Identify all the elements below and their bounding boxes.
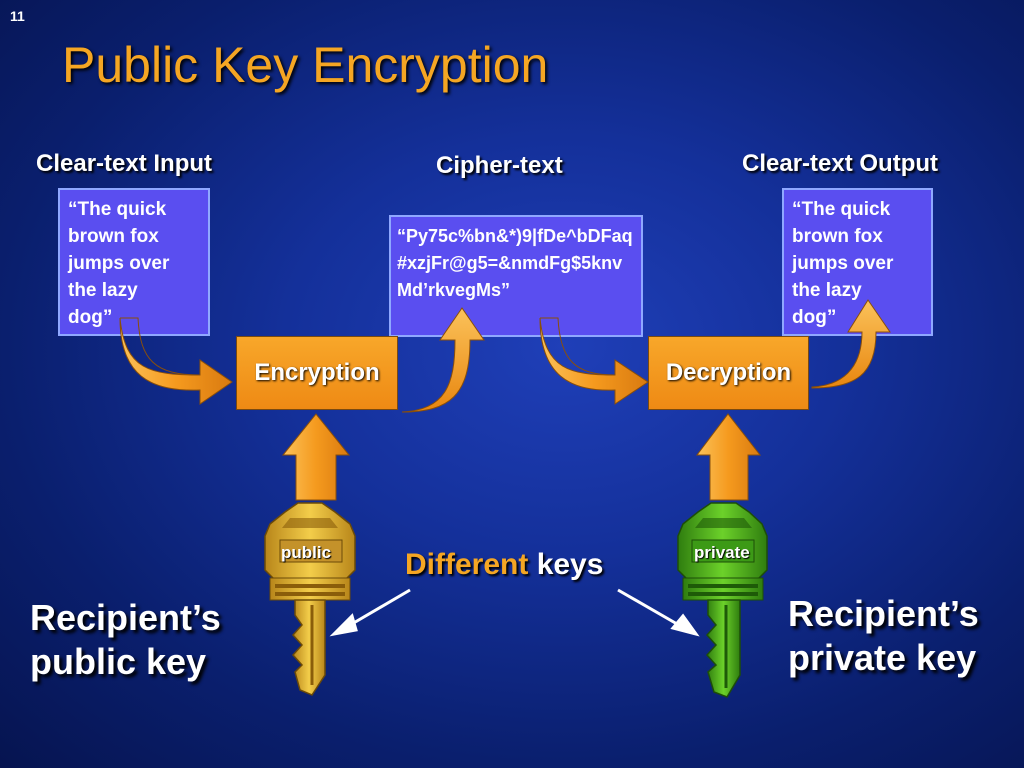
pointer-arrow-left: [329, 588, 411, 637]
public-key-caption: Recipient’s public key: [30, 597, 221, 682]
slide-title: Public Key Encryption: [62, 37, 549, 93]
output-text-box: “The quick brown fox jumps over the lazy…: [782, 188, 933, 336]
private-key-up-arrow: [695, 413, 762, 501]
clear-text-input-header: Clear-text Input: [36, 150, 213, 177]
cipher-text-header: Cipher-text: [436, 152, 563, 179]
slide-number: 11: [10, 8, 25, 24]
private-key-label: private: [694, 543, 750, 562]
public-key-up-arrow: [281, 413, 351, 501]
public-key-label: public: [281, 543, 332, 562]
decryption-box: Decryption: [648, 336, 809, 410]
different-word: Different: [405, 548, 529, 581]
private-key-caption: Recipient’s private key: [788, 593, 979, 678]
input-text-box: “The quick brown fox jumps over the lazy…: [58, 188, 210, 336]
cipher-text-box: “Py75c%bn&*)9|fDe^bDFaq#xzjFr@g5=&nmdFg$…: [389, 215, 643, 337]
decryption-to-output-arrow: [811, 299, 891, 389]
cipher-to-decryption-arrow: [539, 317, 649, 405]
encryption-to-cipher-arrow: [401, 307, 485, 413]
public-key-icon: [264, 502, 356, 696]
input-to-encryption-arrow: [119, 317, 233, 405]
clear-text-output-header: Clear-text Output: [742, 150, 939, 177]
encryption-box: Encryption: [236, 336, 398, 410]
different-keys-caption: Different keys: [405, 548, 603, 582]
private-key-icon: [677, 502, 768, 698]
keys-word: keys: [536, 548, 604, 581]
pointer-arrow-right: [617, 588, 700, 637]
